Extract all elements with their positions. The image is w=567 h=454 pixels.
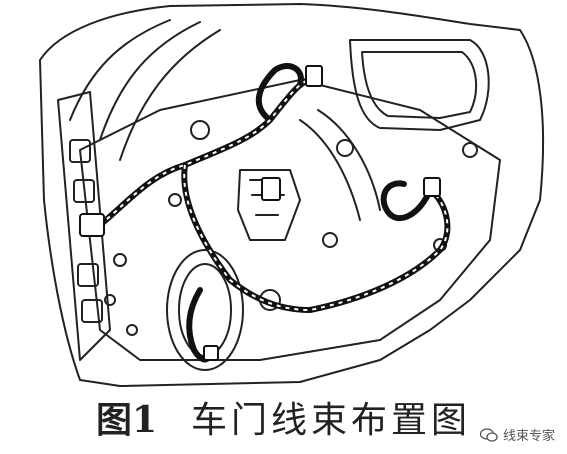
connector-speaker bbox=[203, 345, 219, 361]
watermark: 线束专家 bbox=[479, 425, 555, 444]
door-frame-outer bbox=[39, 3, 545, 387]
connector-left bbox=[79, 213, 105, 237]
inner-panel bbox=[79, 79, 501, 361]
door-harness-drawing bbox=[39, 3, 545, 387]
connector-latch bbox=[261, 177, 281, 201]
harness-right-loop bbox=[380, 180, 433, 222]
latch-mechanism bbox=[237, 169, 301, 241]
figure-title: 车门线束布置图 bbox=[191, 400, 472, 441]
window-opening bbox=[349, 39, 490, 131]
speaker-opening bbox=[166, 249, 244, 371]
figure-number: 图1 bbox=[95, 399, 158, 441]
window-frame bbox=[69, 19, 221, 161]
wechat-bubble-icon bbox=[479, 427, 498, 442]
watermark-text: 线束专家 bbox=[502, 429, 555, 444]
figure-caption: 图1 车门线束布置图 bbox=[0, 392, 567, 442]
connector-top bbox=[305, 65, 323, 87]
harness-lower-branch bbox=[181, 162, 451, 313]
harness-upper-branch bbox=[255, 63, 304, 123]
connector-right bbox=[423, 177, 441, 197]
